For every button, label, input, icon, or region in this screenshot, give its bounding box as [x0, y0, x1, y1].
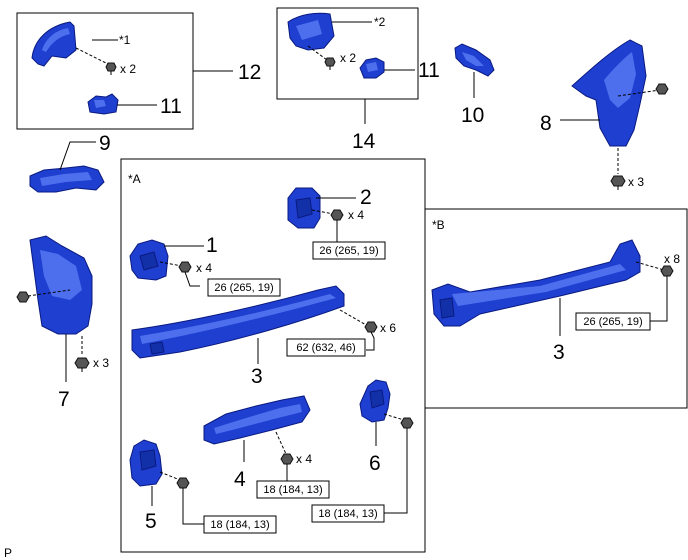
- group-b-label: *B: [432, 218, 445, 232]
- torque-2: 26 (265, 19): [319, 245, 378, 257]
- bolt-3a: [364, 321, 378, 351]
- part-7-liner: [29, 235, 93, 335]
- torque-3b: 26 (265, 19): [583, 316, 642, 328]
- torque-5: 18 (184, 13): [210, 519, 269, 531]
- callout-8: 8: [540, 112, 552, 135]
- torque-box-4: [256, 480, 330, 499]
- dash-5: [159, 471, 181, 481]
- callout-12: 11: [418, 59, 440, 82]
- bolt-14: [324, 57, 336, 70]
- nut-8: [655, 83, 669, 95]
- part-11-bracket: [87, 93, 119, 115]
- torque-box-5: [203, 515, 277, 534]
- torque-3a: 62 (632, 46): [296, 342, 355, 354]
- qty-1: x 4: [196, 261, 212, 275]
- note-1: *1: [119, 33, 131, 47]
- qty-3a: x 6: [380, 321, 396, 335]
- bolt-13: [105, 62, 117, 75]
- qty-14: x 2: [340, 51, 356, 65]
- callout-1: 1: [206, 234, 218, 257]
- part-4-bracket: [203, 395, 311, 445]
- dash-14: [307, 45, 328, 61]
- bolt-8: [610, 175, 626, 190]
- torque-box-3b: [575, 312, 651, 331]
- part-3a-reinforcement: [131, 285, 345, 359]
- dash-4: [275, 431, 287, 455]
- part-5-bracket: [129, 439, 163, 487]
- part-1-bracket: [129, 239, 169, 281]
- torque-box-3a: [286, 338, 366, 357]
- qty-8: x 3: [628, 175, 644, 189]
- part-2-bracket: [287, 187, 321, 229]
- dash-7-nut: [27, 289, 71, 297]
- dash-1: [159, 261, 183, 267]
- callout-13: 12: [238, 61, 261, 84]
- bolt-1: [178, 261, 200, 287]
- qty-7: x 3: [93, 356, 109, 370]
- frame-14: [276, 7, 419, 100]
- bolt-6: [384, 417, 414, 514]
- part-14-cover: [287, 12, 335, 51]
- group-a-label: *A: [128, 172, 141, 186]
- bolt-3b: [650, 265, 674, 322]
- callout-7: 7: [58, 388, 70, 411]
- dash-8-nut: [617, 89, 661, 97]
- torque-6: 18 (184, 13): [318, 508, 377, 520]
- qty-13: x 2: [120, 62, 136, 76]
- torque-4: 18 (184, 13): [263, 484, 322, 496]
- torque-1: 26 (265, 19): [214, 282, 273, 294]
- callout-14: 14: [352, 130, 376, 153]
- part-6-bracket: [359, 379, 391, 423]
- nut-7: [16, 291, 30, 303]
- leader-9: [59, 141, 96, 171]
- torque-box-2: [312, 241, 386, 260]
- qty-2: x 4: [348, 208, 364, 222]
- callout-10: 10: [461, 104, 484, 127]
- bolt-2: [330, 209, 344, 242]
- frame-group-b: [424, 208, 688, 409]
- part-9-bracket: [29, 165, 105, 193]
- callout-5: 5: [145, 510, 157, 533]
- note-2: *2: [374, 15, 386, 29]
- bolt-4: [280, 453, 294, 481]
- bolt-7: [74, 357, 90, 372]
- callout-2: 2: [360, 186, 372, 209]
- part-3b-reinforcement: [431, 239, 641, 327]
- callout-3a: 3: [251, 365, 263, 388]
- dash-2: [311, 209, 335, 215]
- part-10-bracket: [454, 43, 495, 77]
- callout-9: 9: [99, 132, 111, 155]
- part-8-liner: [571, 39, 647, 147]
- torque-box-1: [207, 278, 281, 297]
- qty-3b: x 8: [664, 252, 680, 266]
- part-13-cover: [31, 21, 77, 67]
- torque-box-6: [311, 504, 385, 523]
- dash-6: [383, 413, 405, 421]
- dash-13: [75, 47, 109, 65]
- part-12-bracket: [359, 57, 385, 79]
- bolt-5: [176, 477, 204, 525]
- callout-6: 6: [369, 452, 381, 475]
- callout-3b: 3: [553, 341, 565, 364]
- callout-11: 11: [160, 95, 182, 118]
- footer-code: P: [4, 546, 12, 560]
- qty-4: x 4: [296, 452, 312, 466]
- callout-4: 4: [234, 468, 246, 491]
- dash-3a: [339, 309, 369, 327]
